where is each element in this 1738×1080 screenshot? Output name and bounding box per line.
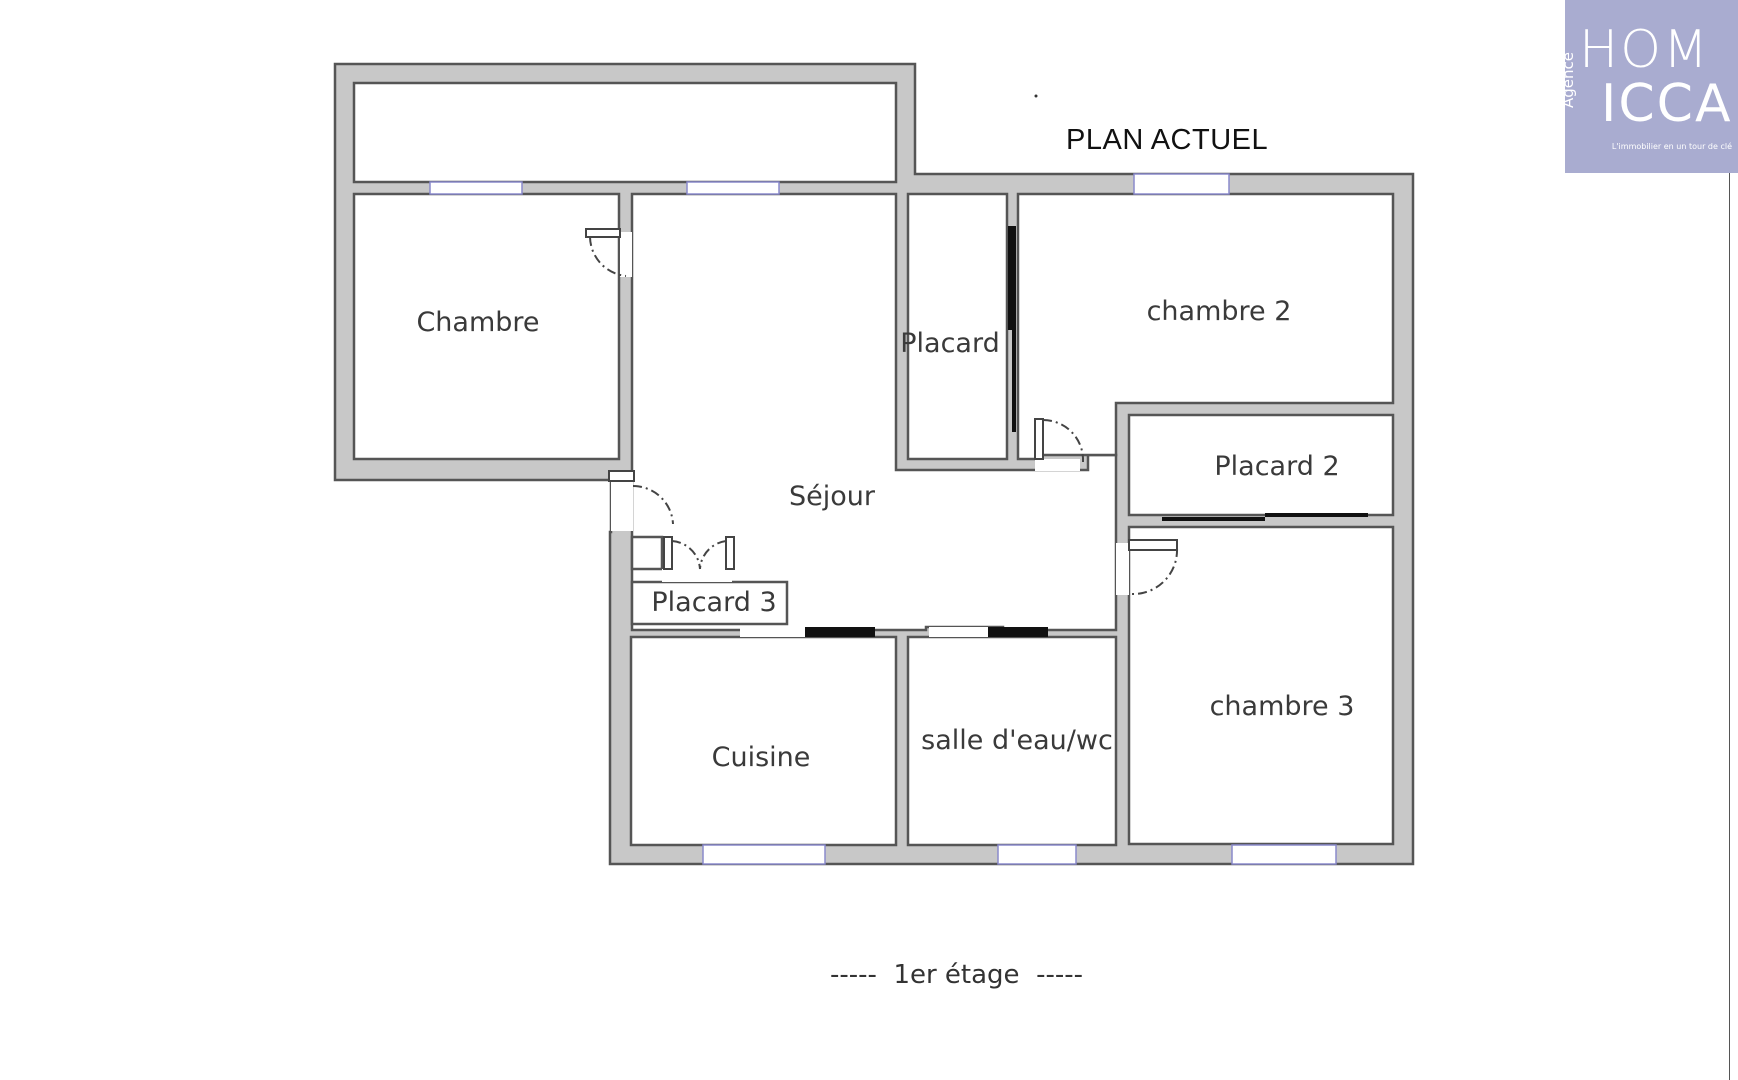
door-leaf	[608, 470, 635, 482]
door-leaf	[663, 536, 673, 570]
door-leaf	[1034, 418, 1044, 460]
door-leaf	[585, 228, 621, 238]
room-placard-2	[1127, 413, 1395, 517]
label-cuisine: Cuisine	[712, 742, 811, 773]
balcony	[352, 81, 898, 184]
logo-text-line2: ICCA	[1601, 74, 1733, 134]
door-leaf	[725, 536, 735, 570]
door-opening	[929, 627, 989, 637]
label-chambre-3: chambre 3	[1210, 691, 1355, 722]
door-swing	[632, 484, 674, 525]
room-chambre	[352, 192, 621, 461]
room-placard-3	[630, 580, 789, 626]
sliding-door	[988, 627, 1048, 637]
logo-text-line1: HOM	[1579, 20, 1710, 80]
door-swing	[671, 540, 701, 570]
label-sejour: Séjour	[789, 481, 876, 512]
door-swing	[1042, 418, 1085, 463]
room-chambre-3	[1127, 525, 1395, 846]
window	[997, 844, 1077, 865]
room-placard	[906, 192, 1009, 461]
door-opening	[740, 627, 806, 637]
window	[702, 844, 826, 865]
agency-logo: HOM ICCA Agence L'immobilier en un tour …	[1559, 0, 1738, 173]
door-opening	[620, 232, 632, 277]
window	[1133, 173, 1230, 195]
label-placard: Placard	[900, 328, 999, 359]
label-placard-2: Placard 2	[1214, 451, 1339, 482]
window	[429, 181, 523, 195]
sliding-door	[805, 627, 875, 637]
label-chambre-2: chambre 2	[1147, 296, 1292, 327]
door-swing	[589, 236, 627, 277]
plan-dot	[1034, 94, 1038, 98]
room-cuisine	[629, 635, 898, 847]
label-salle-eau: salle d'eau/wc	[921, 725, 1113, 756]
door-opening	[1116, 543, 1129, 595]
logo-tagline: L'immobilier en un tour de clé	[1611, 142, 1732, 151]
door-leaf	[1128, 539, 1178, 551]
door-opening	[611, 481, 633, 531]
logo-vertical-text: Agence	[1559, 52, 1577, 108]
label-placard-3: Placard 3	[651, 587, 776, 618]
room-sejour	[630, 192, 1118, 632]
window	[1231, 844, 1337, 865]
room-chambre-2	[1016, 192, 1395, 461]
door-swing	[699, 540, 727, 570]
plan-title: PLAN ACTUEL	[1066, 124, 1269, 156]
window	[686, 181, 780, 195]
label-chambre: Chambre	[416, 307, 539, 338]
door-swing	[1130, 547, 1179, 596]
door-opening	[662, 569, 732, 582]
page-edge-rule	[1729, 173, 1730, 1080]
floor-label: ----- 1er étage -----	[830, 960, 1083, 990]
placard-3-nook	[630, 535, 664, 571]
door-opening	[1035, 459, 1080, 471]
